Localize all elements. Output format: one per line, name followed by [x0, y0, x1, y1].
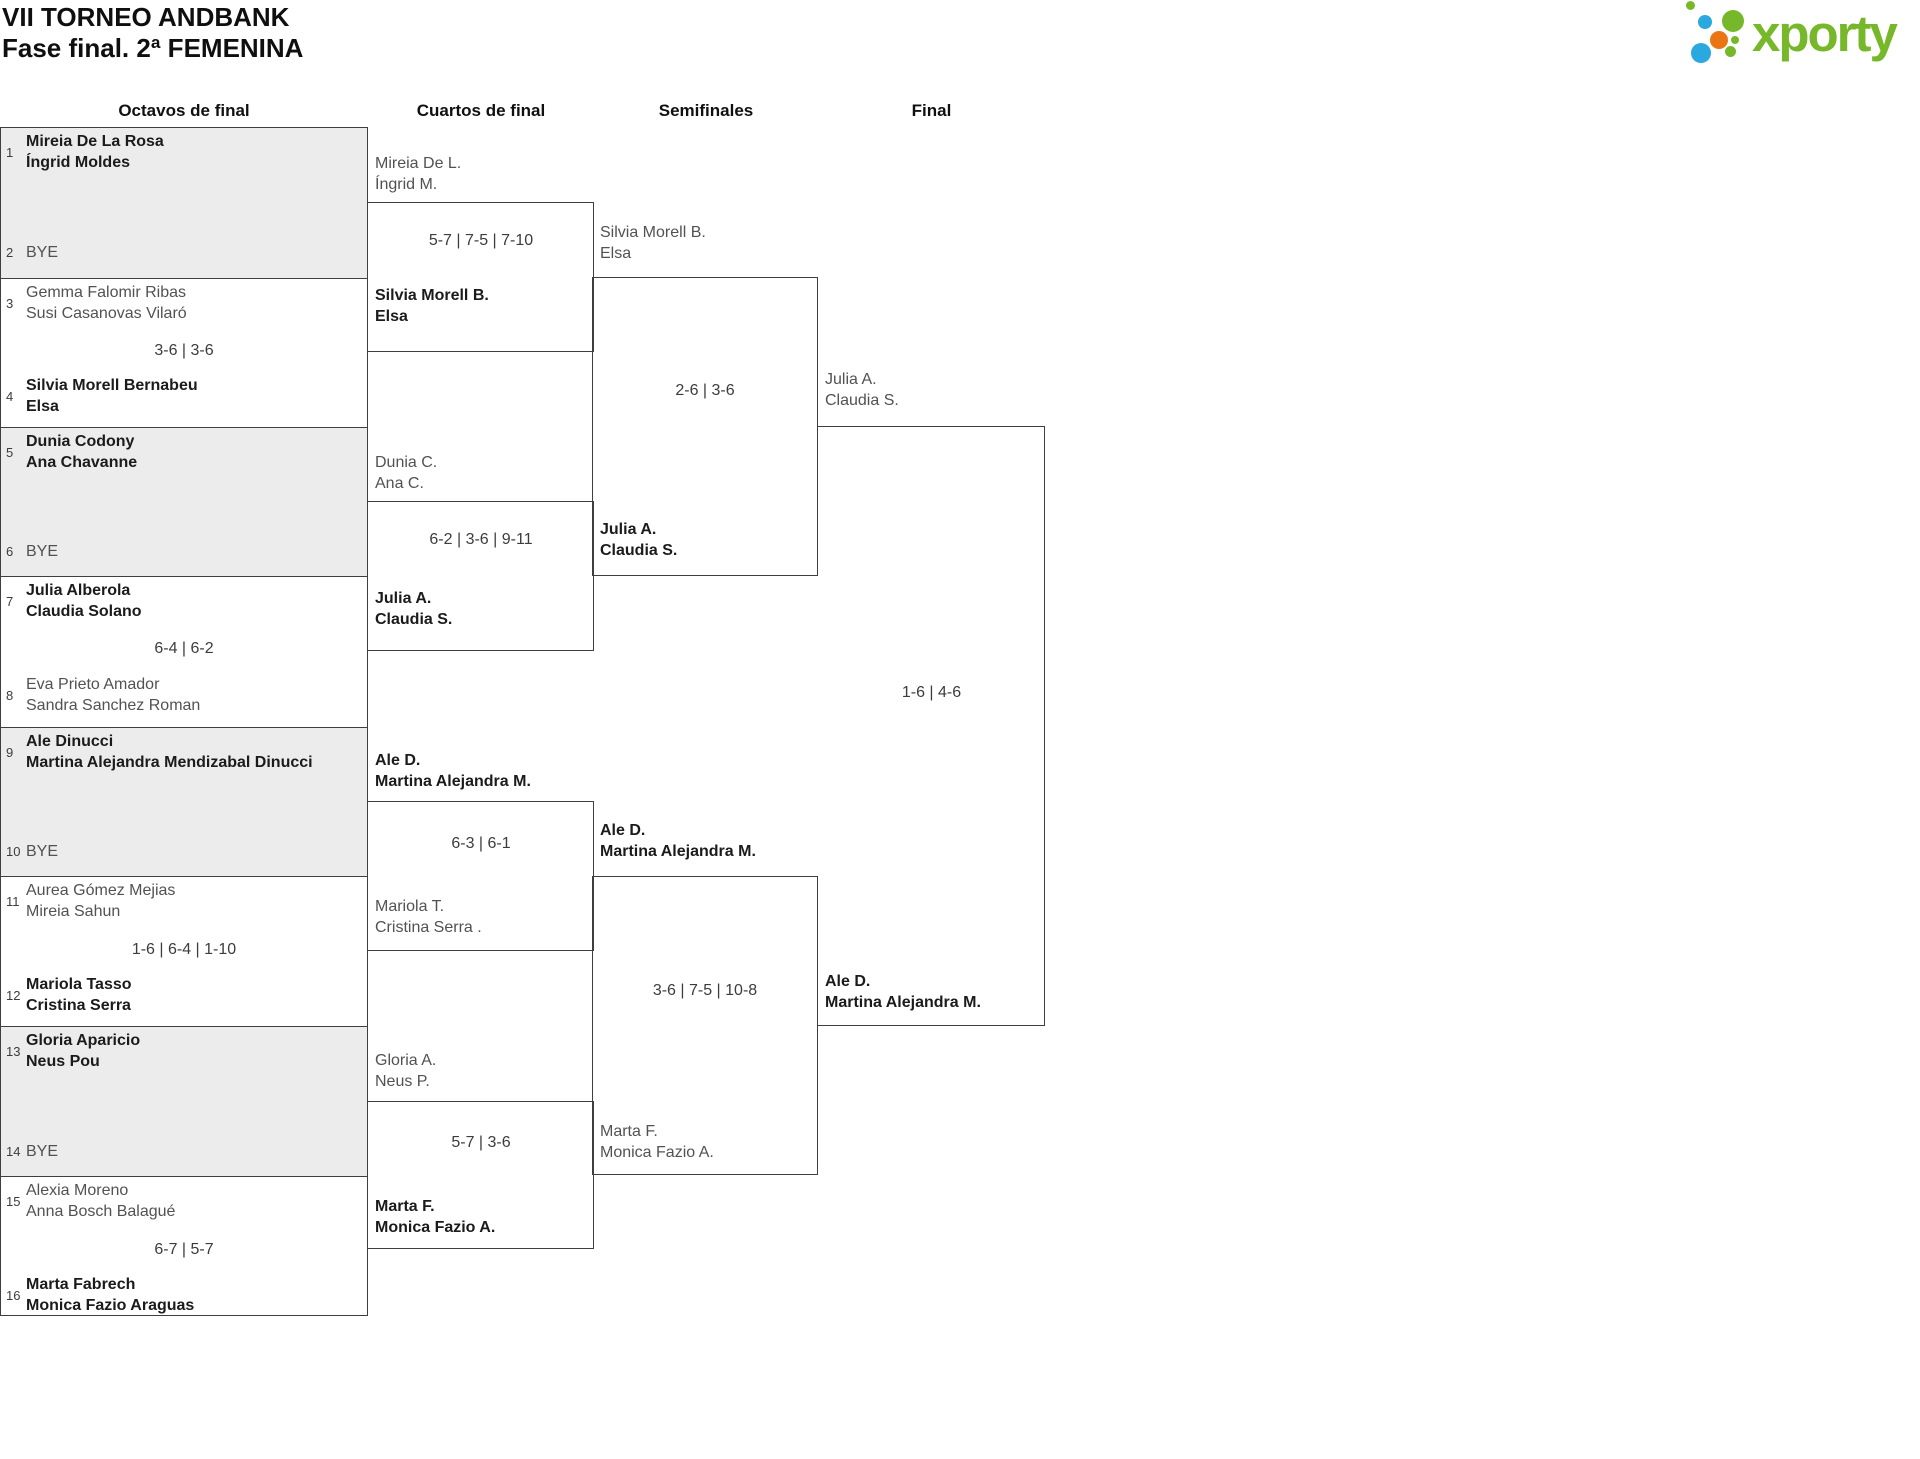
- seed-number: 5: [6, 444, 14, 460]
- logo-dot-orange: [1710, 31, 1728, 49]
- match-box-octavos-7: [0, 1026, 368, 1176]
- round-header-final: Final: [911, 101, 952, 120]
- match-box-octavos-6: [0, 876, 368, 1026]
- match-box-octavos-1: [0, 127, 368, 278]
- logo-dot-green-tiny: [1731, 36, 1739, 44]
- seed-number: 9: [6, 744, 14, 760]
- match-score-o2: 3-6 | 3-6: [154, 342, 214, 359]
- seed-number: 14: [6, 1144, 21, 1159]
- team-slot-o5-bottom-bye: 10 BYE: [6, 843, 59, 860]
- match-score-c2: 6-2 | 3-6 | 9-11: [429, 531, 533, 548]
- match-box-final: [818, 426, 1045, 1026]
- seed-number: 10: [6, 844, 21, 859]
- match-score-o6: 1-6 | 6-4 | 1-10: [131, 941, 237, 958]
- seed-number: 12: [6, 987, 21, 1003]
- match-score-c4: 5-7 | 3-6: [451, 1134, 511, 1151]
- team-slot-c2-top: Dunia C.Ana C.: [375, 454, 438, 492]
- match-box-octavos-2: [0, 278, 368, 427]
- logo-dot-green-small-top: [1686, 1, 1695, 10]
- team-slot-c3-top: Ale D.Martina Alejandra M.: [375, 752, 531, 790]
- match-box-octavos-5: [0, 727, 368, 876]
- team-slot-f1-bottom: Ale D.Martina Alejandra M.: [825, 973, 981, 1011]
- xporty-logo[interactable]: xporty: [1680, 0, 1916, 78]
- match-score-c3: 6-3 | 6-1: [451, 835, 511, 852]
- match-score-final: 1-6 | 4-6: [901, 684, 962, 701]
- match-box-cuartos-1: [368, 202, 594, 352]
- team-slot-o3-bottom-bye: 6 BYE: [6, 543, 59, 560]
- team-slot-c1-top: Mireia De L.Íngrid M.: [375, 155, 462, 193]
- seed-number: 1: [6, 144, 14, 160]
- seed-number: 7: [6, 593, 14, 609]
- match-score-o4: 6-4 | 6-2: [154, 640, 214, 657]
- logo-dot-green-large: [1722, 10, 1744, 32]
- team-slot-s2-bottom: Marta F.Monica Fazio A.: [600, 1123, 714, 1161]
- seed-number: 6: [6, 544, 14, 559]
- logo-dot-green-bottom: [1725, 46, 1736, 57]
- match-box-semifinal-1: [592, 277, 818, 576]
- match-score-s1: 2-6 | 3-6: [675, 382, 735, 399]
- round-header-semifinales: Semifinales: [658, 101, 754, 120]
- seed-number: 16: [6, 1287, 21, 1303]
- seed-number: 4: [6, 388, 14, 404]
- match-box-octavos-3: [0, 427, 368, 576]
- seed-number: 13: [6, 1043, 21, 1059]
- team-slot-c4-top: Gloria A.Neus P.: [375, 1052, 437, 1090]
- match-box-cuartos-4: [368, 1101, 594, 1249]
- tournament-phase: Fase final. 2ª FEMENINA: [2, 33, 304, 63]
- logo-dot-blue-large: [1691, 43, 1711, 63]
- tournament-name: VII TORNEO ANDBANK: [2, 2, 290, 32]
- team-slot-f1-top: Julia A.Claudia S.: [825, 371, 899, 409]
- team-slot-s1-top: Silvia Morell B.Elsa: [600, 224, 706, 262]
- team-slot-c2-bottom: Julia A.Claudia S.: [375, 590, 453, 628]
- team-slot-s1-bottom: Julia A.Claudia S.: [600, 521, 678, 559]
- seed-number: 3: [6, 295, 14, 311]
- team-slot-c3-bottom: Mariola T.Cristina Serra .: [375, 898, 482, 936]
- round-header-cuartos: Cuartos de final: [416, 101, 546, 120]
- match-score-s2: 3-6 | 7-5 | 10-8: [652, 982, 758, 999]
- seed-number: 11: [6, 893, 20, 909]
- seed-number: 15: [6, 1193, 21, 1209]
- round-header-octavos: Octavos de final: [118, 101, 250, 120]
- match-box-octavos-4: [0, 576, 368, 727]
- seed-number: 2: [6, 245, 14, 260]
- team-slot-c1-bottom: Silvia Morell B.Elsa: [375, 287, 489, 325]
- match-box-semifinal-2: [592, 876, 818, 1175]
- logo-wordmark: xporty: [1752, 5, 1898, 62]
- team-slot-o7-bottom-bye: 14 BYE: [6, 1143, 59, 1160]
- match-box-octavos-8: [0, 1176, 368, 1316]
- match-score-c1: 5-7 | 7-5 | 7-10: [428, 232, 534, 249]
- match-box-cuartos-2: [368, 501, 594, 651]
- seed-number: 8: [6, 687, 14, 703]
- team-slot-s2-top: Ale D.Martina Alejandra M.: [600, 822, 756, 860]
- team-slot-o1-bottom-bye: 2 BYE: [6, 244, 59, 261]
- logo-dot-blue-small: [1698, 15, 1712, 29]
- match-score-o8: 6-7 | 5-7: [154, 1241, 214, 1258]
- team-slot-c4-bottom: Marta F.Monica Fazio A.: [375, 1198, 496, 1236]
- page-title: VII TORNEO ANDBANK Fase final. 2ª FEMENI…: [2, 2, 303, 64]
